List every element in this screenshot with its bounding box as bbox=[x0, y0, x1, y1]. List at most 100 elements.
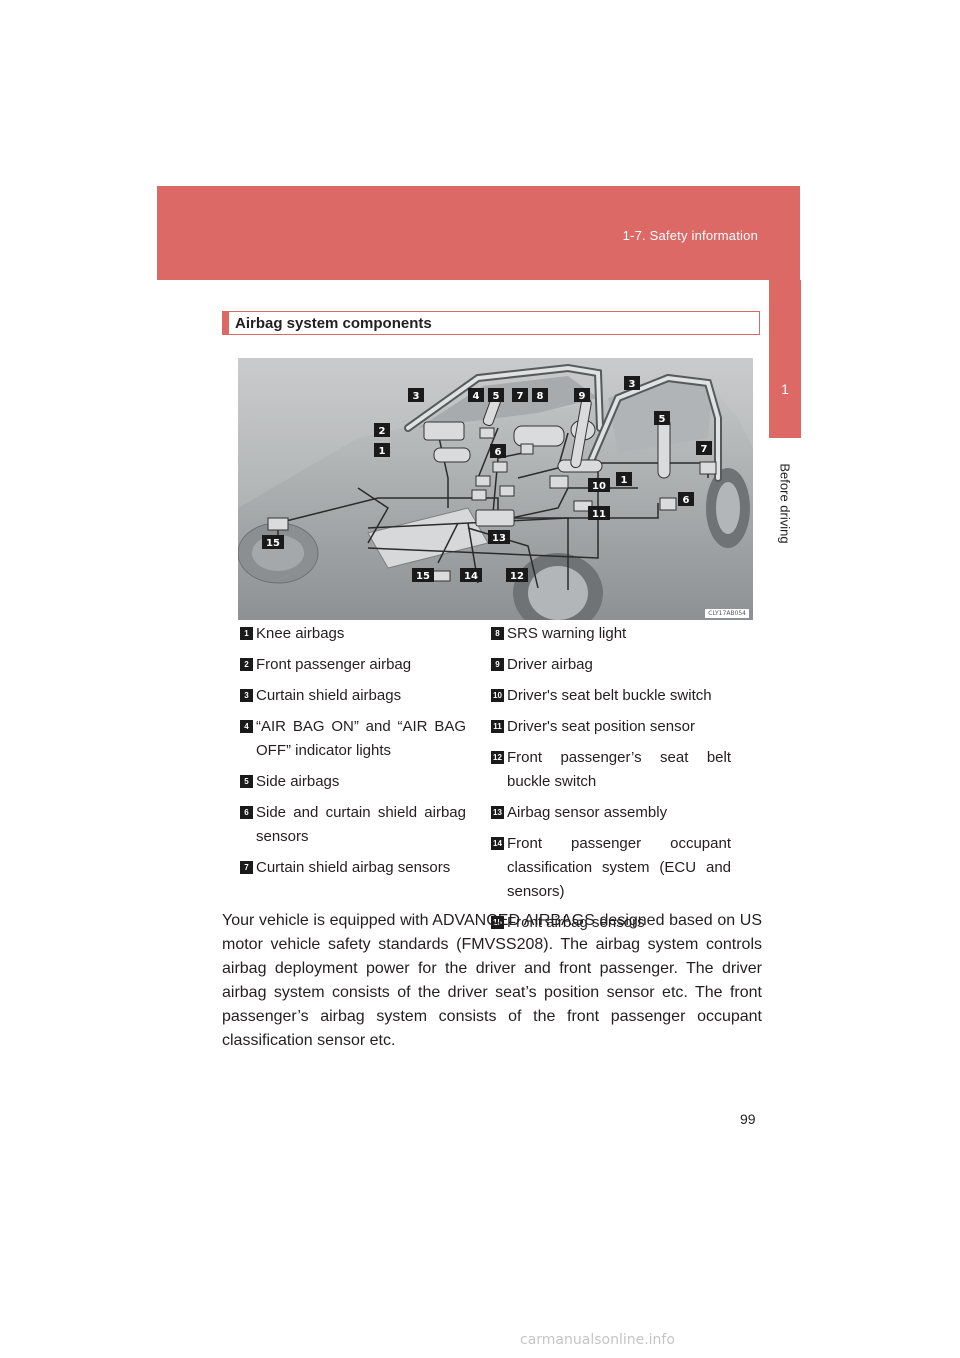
header-band: 1-7. Safety information bbox=[157, 186, 800, 280]
svg-text:7: 7 bbox=[517, 391, 524, 402]
legend-item: 9 Driver airbag bbox=[491, 653, 731, 677]
legend-item: 5 Side airbags bbox=[240, 770, 466, 794]
watermark[interactable]: carmanualsonline.info bbox=[520, 1332, 675, 1348]
callout-5a: 5 bbox=[488, 388, 504, 402]
callout-10: 10 bbox=[588, 478, 610, 492]
svg-text:4: 4 bbox=[473, 391, 480, 402]
svg-text:5: 5 bbox=[659, 414, 666, 425]
svg-text:7: 7 bbox=[701, 444, 708, 455]
svg-text:13: 13 bbox=[492, 533, 506, 544]
chapter-tab: 1 bbox=[769, 280, 801, 438]
callout-13: 13 bbox=[488, 530, 510, 544]
svg-text:10: 10 bbox=[592, 481, 606, 492]
callout-3a: 3 bbox=[408, 388, 424, 402]
legend-label: Driver's seat position sensor bbox=[507, 715, 731, 739]
legend-label: Side airbags bbox=[256, 770, 466, 794]
svg-text:1: 1 bbox=[621, 475, 628, 486]
legend-number: 10 bbox=[491, 689, 504, 702]
chapter-number: 1 bbox=[769, 381, 801, 397]
legend-item: 3 Curtain shield airbags bbox=[240, 684, 466, 708]
section-title: 1-7. Safety information bbox=[623, 228, 758, 243]
car-illustration: 3 4 5 7 8 9 3 2 1 6 5 7 1 10 6 11 13 15 … bbox=[238, 358, 753, 620]
chapter-label: Before driving bbox=[778, 463, 793, 543]
legend-label: Knee airbags bbox=[256, 622, 466, 646]
legend-label: Driver's seat belt buckle switch bbox=[507, 684, 731, 708]
legend-item: 10 Driver's seat belt buckle switch bbox=[491, 684, 731, 708]
legend-label: “AIR BAG ON” and “AIR BAG OFF” indicator… bbox=[256, 715, 466, 763]
legend-number: 13 bbox=[491, 806, 504, 819]
svg-text:6: 6 bbox=[495, 447, 502, 458]
callout-8: 8 bbox=[532, 388, 548, 402]
callout-4: 4 bbox=[468, 388, 484, 402]
legend-number: 4 bbox=[240, 720, 253, 733]
legend-item: 4 “AIR BAG ON” and “AIR BAG OFF” indicat… bbox=[240, 715, 466, 763]
heading-accent-bar bbox=[223, 312, 229, 334]
svg-text:1: 1 bbox=[379, 446, 386, 457]
legend-label: SRS warning light bbox=[507, 622, 731, 646]
svg-text:3: 3 bbox=[413, 391, 420, 402]
legend-item: 6 Side and curtain shield airbag sensors bbox=[240, 801, 466, 849]
svg-text:2: 2 bbox=[379, 426, 386, 437]
legend-item: 2 Front passenger airbag bbox=[240, 653, 466, 677]
callout-5b: 5 bbox=[654, 411, 670, 425]
svg-text:14: 14 bbox=[464, 571, 478, 582]
airbag-diagram: 3 4 5 7 8 9 3 2 1 6 5 7 1 10 6 11 13 15 … bbox=[238, 358, 753, 620]
svg-text:9: 9 bbox=[579, 391, 586, 402]
callout-6a: 6 bbox=[490, 444, 506, 458]
callout-7a: 7 bbox=[512, 388, 528, 402]
legend-label: Front passenger occupant classification … bbox=[507, 832, 731, 904]
svg-text:15: 15 bbox=[266, 538, 280, 549]
callout-7b: 7 bbox=[696, 441, 712, 455]
legend-number: 5 bbox=[240, 775, 253, 788]
legend-item: 12 Front passenger’s seat belt buckle sw… bbox=[491, 746, 731, 794]
callout-3b: 3 bbox=[624, 376, 640, 390]
legend-left-column: 1 Knee airbags 2 Front passenger airbag … bbox=[240, 622, 466, 887]
legend-right-column: 8 SRS warning light 9 Driver airbag 10 D… bbox=[491, 622, 731, 942]
section-heading: Airbag system components bbox=[222, 311, 760, 335]
callout-9: 9 bbox=[574, 388, 590, 402]
legend-label: Airbag sensor assembly bbox=[507, 801, 731, 825]
callout-12: 12 bbox=[506, 568, 528, 582]
legend-number: 3 bbox=[240, 689, 253, 702]
legend-number: 1 bbox=[240, 627, 253, 640]
svg-text:6: 6 bbox=[683, 495, 690, 506]
legend-number: 9 bbox=[491, 658, 504, 671]
legend-item: 8 SRS warning light bbox=[491, 622, 731, 646]
section-heading-text: Airbag system components bbox=[235, 315, 432, 332]
page-number: 99 bbox=[740, 1111, 756, 1127]
legend-item: 11 Driver's seat position sensor bbox=[491, 715, 731, 739]
callout-15a: 15 bbox=[262, 535, 284, 549]
legend-item: 7 Curtain shield airbag sensors bbox=[240, 856, 466, 880]
legend-label: Driver airbag bbox=[507, 653, 731, 677]
legend-label: Side and curtain shield airbag sensors bbox=[256, 801, 466, 849]
legend-label: Curtain shield airbag sensors bbox=[256, 856, 466, 880]
legend-number: 7 bbox=[240, 861, 253, 874]
legend-label: Front passenger’s seat belt buckle switc… bbox=[507, 746, 731, 794]
body-paragraph: Your vehicle is equipped with ADVANCED A… bbox=[222, 909, 762, 1053]
legend-item: 13 Airbag sensor assembly bbox=[491, 801, 731, 825]
callout-6b: 6 bbox=[678, 492, 694, 506]
legend-item: 1 Knee airbags bbox=[240, 622, 466, 646]
legend-label: Front passenger airbag bbox=[256, 653, 466, 677]
legend-number: 11 bbox=[491, 720, 504, 733]
legend-number: 14 bbox=[491, 837, 504, 850]
legend-number: 12 bbox=[491, 751, 504, 764]
legend-number: 2 bbox=[240, 658, 253, 671]
callout-1b: 1 bbox=[616, 472, 632, 486]
svg-text:5: 5 bbox=[493, 391, 500, 402]
svg-text:3: 3 bbox=[629, 379, 636, 390]
callout-15b: 15 bbox=[412, 568, 434, 582]
legend-number: 6 bbox=[240, 806, 253, 819]
legend-item: 14 Front passenger occupant classificati… bbox=[491, 832, 731, 904]
svg-text:8: 8 bbox=[537, 391, 544, 402]
callout-2: 2 bbox=[374, 423, 390, 437]
legend-number: 8 bbox=[491, 627, 504, 640]
figure-code: CLY17AB054 bbox=[705, 609, 749, 618]
chapter-label-wrap: Before driving bbox=[775, 448, 795, 558]
svg-text:11: 11 bbox=[592, 509, 606, 520]
callout-14: 14 bbox=[460, 568, 482, 582]
svg-text:12: 12 bbox=[510, 571, 524, 582]
callout-1a: 1 bbox=[374, 443, 390, 457]
svg-text:15: 15 bbox=[416, 571, 430, 582]
legend-label: Curtain shield airbags bbox=[256, 684, 466, 708]
